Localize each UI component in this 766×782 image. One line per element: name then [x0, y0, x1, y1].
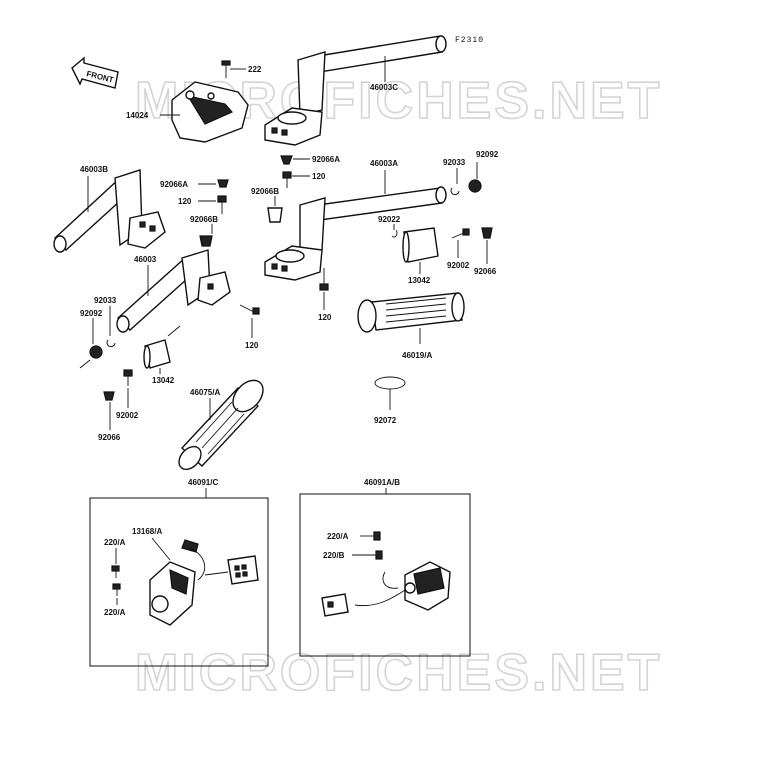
- bolt-icon: [239, 304, 260, 315]
- handlebar-46003: [116, 249, 231, 333]
- label-220A-left-1: 220/A: [104, 538, 126, 547]
- label-46091C: 46091/C: [188, 478, 218, 487]
- grip-icon: [357, 292, 465, 333]
- label-92066A-top: 92066A: [312, 155, 340, 164]
- label-92022: 92022: [378, 215, 401, 224]
- bolt-icon: [123, 369, 133, 386]
- label-220A-left-2: 220/A: [104, 608, 126, 617]
- washer-icon: [481, 227, 493, 239]
- bolt-icon: [282, 171, 292, 188]
- bolt-icon: [112, 583, 121, 596]
- label-46091AB: 46091A/B: [364, 478, 400, 487]
- label-220A-right: 220/A: [327, 532, 349, 541]
- washer-icon: [267, 207, 283, 223]
- box-46091C: [89, 497, 269, 667]
- label-92033-right: 92033: [443, 158, 466, 167]
- washer-icon: [199, 235, 213, 247]
- label-220B-right: 220/B: [323, 551, 345, 560]
- bolt-icon: [451, 228, 470, 239]
- washer-icon: [280, 155, 293, 165]
- bolt-icon: [217, 195, 227, 214]
- label-92066B-mid: 92066B: [251, 187, 279, 196]
- washer-icon: [89, 345, 103, 359]
- label-92002-left: 92002: [116, 411, 139, 420]
- label-13042-right: 13042: [408, 276, 431, 285]
- label-92033-left: 92033: [94, 296, 117, 305]
- front-arrow-icon: FRONT: [71, 56, 119, 89]
- label-92066-right: 92066: [474, 267, 497, 276]
- label-222: 222: [248, 65, 262, 74]
- label-46003C: 46003C: [370, 83, 398, 92]
- watermark-bottom: MICROFICHES.NET: [135, 644, 662, 702]
- label-120-right: 120: [318, 313, 332, 322]
- bolt-icon: [319, 268, 329, 291]
- label-92066A-left: 92066A: [160, 180, 188, 189]
- label-46019A: 46019/A: [402, 351, 432, 360]
- bolt-icon: [111, 565, 120, 578]
- label-120-mid: 120: [245, 341, 259, 350]
- handlebar-46003A: [264, 186, 447, 281]
- label-46003A: 46003A: [370, 159, 398, 168]
- washer-icon: [468, 179, 482, 193]
- box-46091AB: [299, 493, 471, 657]
- bolt-icon: [352, 550, 383, 560]
- label-92066B-left: 92066B: [190, 215, 218, 224]
- label-120-left: 120: [178, 197, 192, 206]
- washer-icon: [374, 376, 406, 390]
- washer-icon: [103, 391, 115, 401]
- figure-code: F2310: [455, 36, 484, 45]
- label-92092-right: 92092: [476, 150, 499, 159]
- label-46003: 46003: [134, 255, 157, 264]
- label-46075A: 46075/A: [190, 388, 220, 397]
- washer-icon: [217, 179, 229, 188]
- label-92092-left: 92092: [80, 309, 103, 318]
- handlebar-46003B: [53, 169, 166, 253]
- switch-housing-icon: [321, 561, 451, 617]
- label-120-top: 120: [312, 172, 326, 181]
- bolt-icon: [360, 531, 381, 541]
- handlebar-46003C: [264, 35, 447, 146]
- label-13042-left: 13042: [152, 376, 175, 385]
- label-13168A: 13168/A: [132, 527, 162, 536]
- switch-housing-icon: [149, 539, 259, 626]
- bolt-icon: [221, 60, 231, 78]
- label-92066-left: 92066: [98, 433, 121, 442]
- grip-icon: [178, 379, 264, 471]
- cover-14024: [171, 81, 249, 143]
- label-46003B: 46003B: [80, 165, 108, 174]
- label-92002-right: 92002: [447, 261, 470, 270]
- label-92072: 92072: [374, 416, 397, 425]
- label-14024: 14024: [126, 111, 149, 120]
